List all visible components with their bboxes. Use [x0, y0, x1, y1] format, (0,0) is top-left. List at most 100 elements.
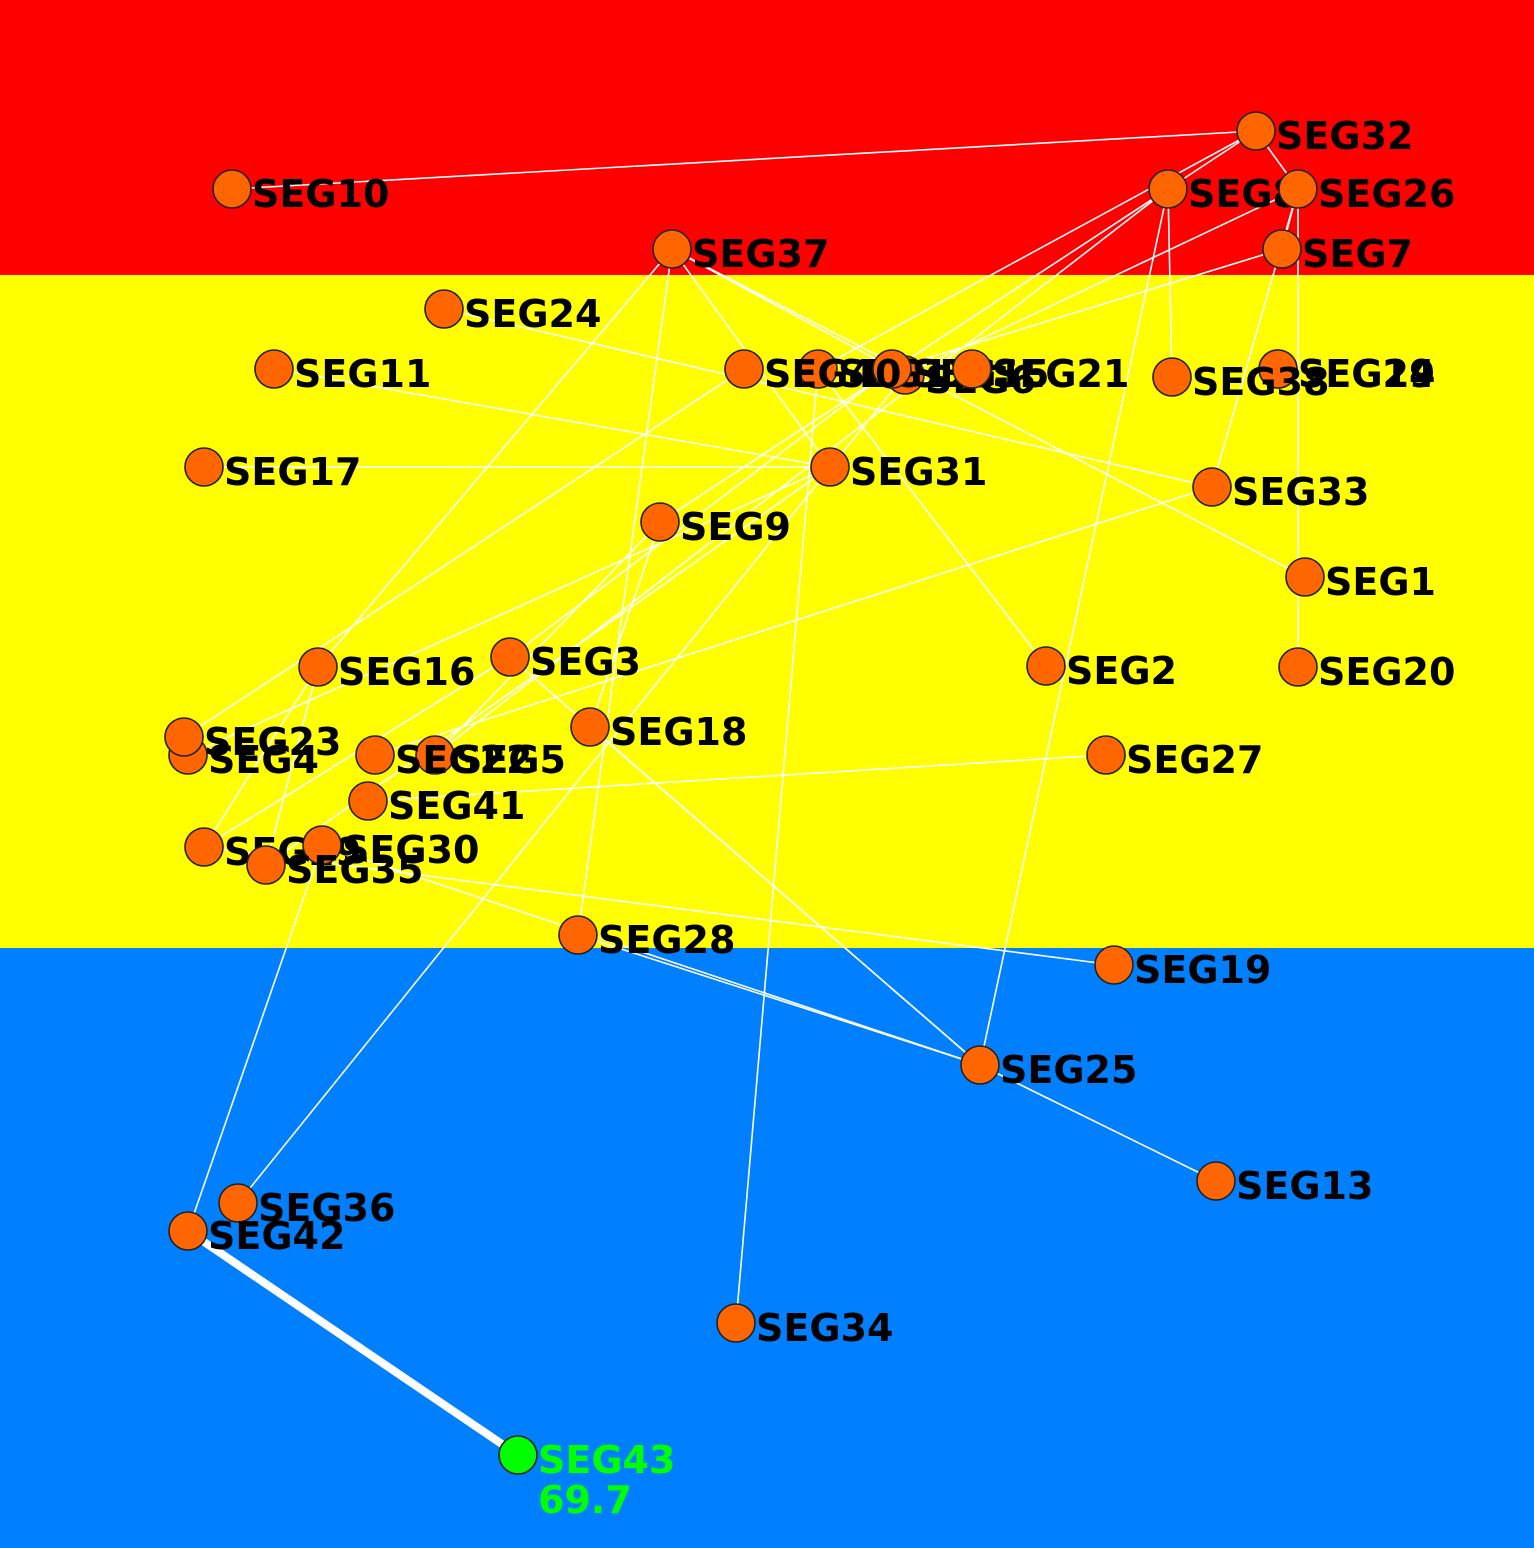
node-circle[interactable] — [1026, 646, 1066, 686]
node-circle[interactable] — [960, 1045, 1000, 1085]
node-seg7[interactable]: SEG7 — [1262, 229, 1413, 276]
edge-seg12-seg34 — [735, 368, 819, 1324]
node-seg13[interactable]: SEG13 — [1196, 1161, 1373, 1208]
edge-seg42-seg43 — [184, 1227, 522, 1459]
node-circle[interactable] — [1094, 945, 1134, 985]
node-circle[interactable] — [498, 1435, 538, 1475]
node-circle[interactable] — [348, 781, 388, 821]
node-seg40[interactable]: SEG40 — [724, 349, 901, 396]
node-circle[interactable] — [490, 637, 530, 677]
node-seg10[interactable]: SEG10 — [212, 169, 389, 216]
node-seg1[interactable]: SEG1 — [1285, 557, 1436, 604]
node-label: SEG16 — [338, 650, 475, 694]
node-circle[interactable] — [1285, 557, 1325, 597]
node-seg18[interactable]: SEG18 — [570, 707, 747, 754]
node-seg19[interactable]: SEG19 — [1094, 945, 1271, 992]
node-circle[interactable] — [424, 289, 464, 329]
node-circle[interactable] — [212, 169, 252, 209]
edge-seg29b-seg19 — [203, 846, 1115, 966]
node-seg42[interactable]: SEG42 — [168, 1211, 345, 1258]
edge-seg9-seg18 — [589, 521, 661, 728]
edge-seg28-seg25 — [577, 934, 981, 1066]
node-label: SEG37 — [692, 232, 829, 276]
node-label: SEG43 — [538, 1438, 675, 1482]
node-circle[interactable] — [810, 447, 850, 487]
node-circle[interactable] — [184, 447, 224, 487]
node-seg35[interactable]: SEG35 — [246, 845, 423, 892]
node-seg9[interactable]: SEG9 — [640, 502, 791, 549]
node-seg33[interactable]: SEG33 — [1192, 467, 1369, 514]
node-seg22[interactable]: SEG22 — [355, 735, 532, 782]
node-circle[interactable] — [218, 1183, 258, 1223]
node-circle[interactable] — [1236, 111, 1276, 151]
node-label: SEG32 — [1276, 114, 1413, 158]
node-label: SEG13 — [1236, 1164, 1373, 1208]
node-label: SEG36 — [258, 1186, 395, 1230]
node-circle[interactable] — [1258, 349, 1298, 389]
node-label: SEG42 — [208, 1214, 345, 1258]
node-seg16[interactable]: SEG16 — [298, 647, 475, 694]
edge-seg8-seg25 — [979, 188, 1169, 1066]
node-seg34[interactable]: SEG34 — [716, 1303, 893, 1350]
node-seg29[interactable]: SEG29 — [1258, 349, 1435, 396]
node-seg32[interactable]: SEG32 — [1236, 111, 1413, 158]
node-circle[interactable] — [415, 735, 455, 775]
node-circle[interactable] — [168, 1211, 208, 1251]
node-seg24[interactable]: SEG24 — [424, 289, 601, 336]
node-seg17[interactable]: SEG17 — [184, 447, 361, 494]
node-seg21[interactable]: SEG21 — [952, 349, 1129, 396]
node-circle[interactable] — [164, 717, 204, 757]
node-circle[interactable] — [1152, 357, 1192, 397]
node-circle[interactable] — [640, 502, 680, 542]
node-label: SEG1 — [1325, 560, 1436, 604]
node-label: SEG29 — [1298, 352, 1435, 396]
node-seg41[interactable]: SEG41 — [348, 781, 525, 828]
node-circle[interactable] — [302, 825, 342, 865]
node-circle[interactable] — [1278, 169, 1318, 209]
node-seg31[interactable]: SEG31 — [810, 447, 987, 494]
node-label: SEG24 — [464, 292, 601, 336]
node-seg27[interactable]: SEG27 — [1086, 735, 1263, 782]
edge-seg37-seg28 — [577, 248, 673, 936]
node-circle[interactable] — [355, 735, 395, 775]
node-circle[interactable] — [1086, 735, 1126, 775]
node-circle[interactable] — [298, 647, 338, 687]
edge-seg40-seg23 — [183, 368, 745, 738]
node-circle[interactable] — [570, 707, 610, 747]
node-circle[interactable] — [1278, 647, 1318, 687]
node-seg25[interactable]: SEG25 — [960, 1045, 1137, 1092]
node-circle[interactable] — [798, 349, 838, 389]
node-seg3[interactable]: SEG3 — [490, 637, 641, 684]
node-circle[interactable] — [1148, 169, 1188, 209]
node-seg37[interactable]: SEG37 — [652, 229, 829, 276]
node-seg11[interactable]: SEG11 — [254, 349, 431, 396]
node-circle[interactable] — [246, 845, 286, 885]
node-seg20[interactable]: SEG20 — [1278, 647, 1455, 694]
node-label: SEG33 — [1232, 470, 1369, 514]
zone-bottom-band — [0, 948, 1534, 1548]
node-value-label: 69.7 — [538, 1478, 632, 1522]
node-seg8[interactable]: SEG8 — [1148, 169, 1299, 216]
node-circle[interactable] — [1192, 467, 1232, 507]
node-circle[interactable] — [1196, 1161, 1236, 1201]
node-label: SEG21 — [992, 352, 1129, 396]
node-seg30[interactable]: SEG30 — [302, 825, 479, 872]
node-seg28[interactable]: SEG28 — [558, 915, 735, 962]
node-circle[interactable] — [716, 1303, 756, 1343]
node-seg2[interactable]: SEG2 — [1026, 646, 1177, 693]
node-seg36[interactable]: SEG36 — [218, 1183, 395, 1230]
node-circle[interactable] — [558, 915, 598, 955]
node-seg23[interactable]: SEG23 — [164, 717, 341, 764]
node-circle[interactable] — [184, 827, 224, 867]
node-circle[interactable] — [254, 349, 294, 389]
node-circle[interactable] — [652, 229, 692, 269]
node-circle[interactable] — [872, 349, 912, 389]
node-seg5[interactable]: SEG5 — [415, 735, 566, 782]
node-circle[interactable] — [724, 349, 764, 389]
node-seg26[interactable]: SEG26 — [1278, 169, 1455, 216]
node-label: SEG10 — [252, 172, 389, 216]
node-circle[interactable] — [1262, 229, 1302, 269]
node-circle[interactable] — [952, 349, 992, 389]
node-seg38[interactable]: SEG38 — [1152, 357, 1329, 404]
